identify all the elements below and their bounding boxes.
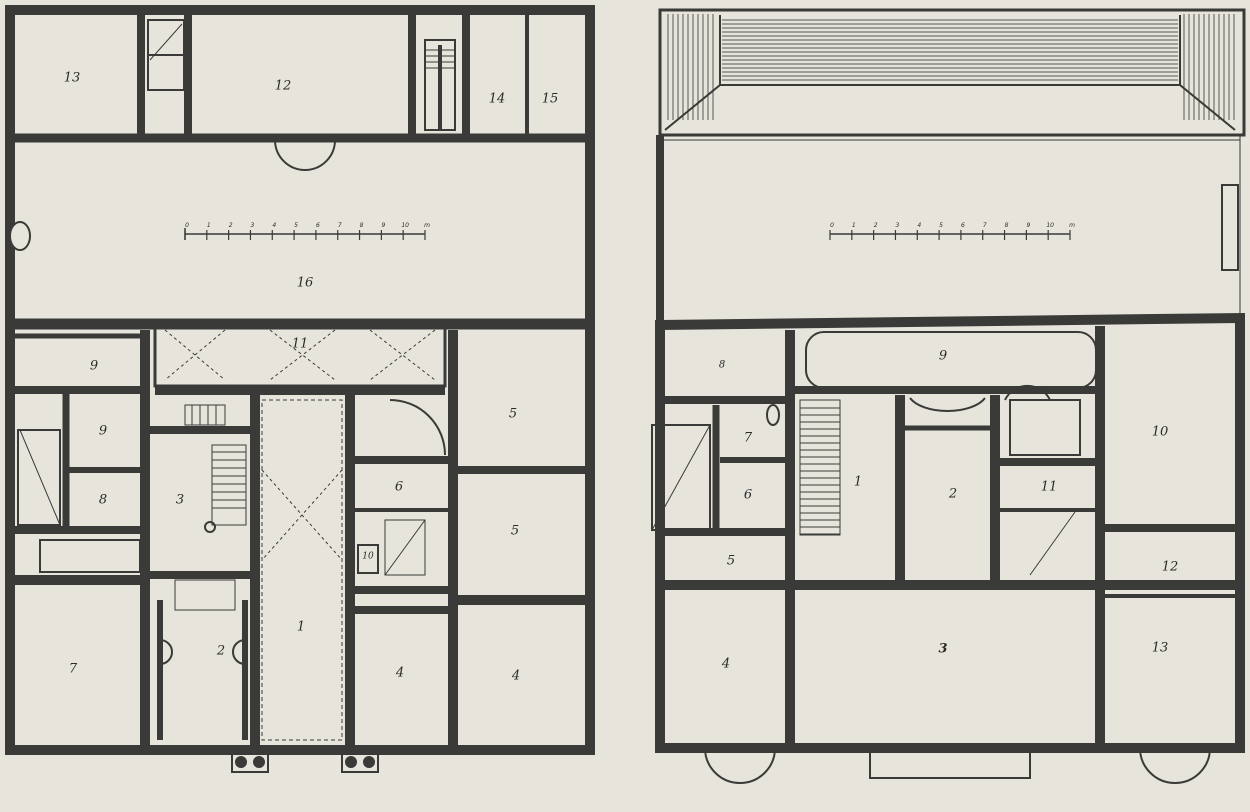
scale-tick-label: 6 [961,222,965,229]
room-label-11: 11 [1041,480,1058,495]
room-label-4-right: 4 [511,669,520,684]
room-label-5: 5 [727,554,735,569]
left-outer-wall [5,5,595,755]
scale-tick-label: 1 [852,222,856,229]
room-label-4-left: 4 [395,666,404,681]
room-label-9-lower: 9 [99,424,107,439]
room-label-6: 6 [395,480,403,495]
room-label-15: 15 [542,92,559,107]
room-label-12: 12 [275,79,292,94]
scale-tick-label: 9 [381,222,385,229]
room-label-10: 10 [362,552,374,562]
scale-tick-label: 0 [830,222,834,229]
room-label-6: 6 [744,488,752,503]
scale-tick-label: 9 [1026,222,1030,229]
scale-tick-label: 1 [207,222,211,229]
room-label-13: 13 [1152,641,1169,656]
roof-plan [658,8,1246,137]
room-label-7: 7 [69,662,78,677]
scale-tick-label: 4 [272,222,276,229]
room-label-16: 16 [297,276,314,291]
right-floor-plan [651,8,1246,784]
scale-tick-label: 8 [360,222,364,229]
scale-tick-label: 10 [1046,222,1054,229]
room-label-8: 8 [719,360,725,371]
scale-tick-label: 10 [401,222,409,229]
scale-tick-label: 6 [316,222,320,229]
room-label-3: 3 [176,493,184,508]
left-room-labels: 13 12 14 15 16 11 9 9 8 3 6 10 5 5 7 2 1… [64,71,559,684]
scale-tick-label: 5 [939,222,943,229]
scale-tick-label: m [424,222,430,229]
room-label-1: 1 [854,475,862,490]
room-label-5-upper: 5 [509,407,517,422]
roof-hatching [667,14,1235,120]
room-label-9: 9 [939,349,947,364]
room-label-14: 14 [489,92,506,107]
room-label-9-upper: 9 [90,359,98,374]
scale-tick-label: 4 [917,222,921,229]
scale-tick-label: 0 [185,222,189,229]
room-label-4: 4 [721,657,730,672]
room-label-13: 13 [64,71,81,86]
right-room-labels: 9 8 7 6 1 2 11 10 5 12 4 3 13 [719,349,1178,672]
room-label-7: 7 [744,431,753,446]
scale-tick-label: 2 [229,222,233,229]
scale-tick-label: 2 [874,222,878,229]
room-label-1: 1 [297,620,305,635]
scale-tick-label: m [1069,222,1075,229]
room-label-8: 8 [99,493,107,508]
scale-tick-label: 3 [896,222,900,229]
left-floor-plan [5,5,595,773]
room-label-10: 10 [1152,425,1169,440]
room-label-2: 2 [216,644,225,659]
room-label-11: 11 [292,337,309,352]
scale-tick-label: 7 [338,222,342,229]
scale-tick-label: 5 [294,222,298,229]
scale-tick-label: 7 [983,222,987,229]
scale-tick-labels: 0 1 2 3 4 5 6 7 8 9 10 m 0 1 2 3 4 5 6 7 8 9 10 m [184,222,1075,240]
room-label-12: 12 [1162,560,1179,575]
room-label-5-lower: 5 [511,524,519,539]
scale-tick-label: 8 [1005,222,1009,229]
scale-tick-label: 3 [251,222,255,229]
room-label-3: 3 [938,642,947,657]
room-label-2: 2 [948,487,957,502]
